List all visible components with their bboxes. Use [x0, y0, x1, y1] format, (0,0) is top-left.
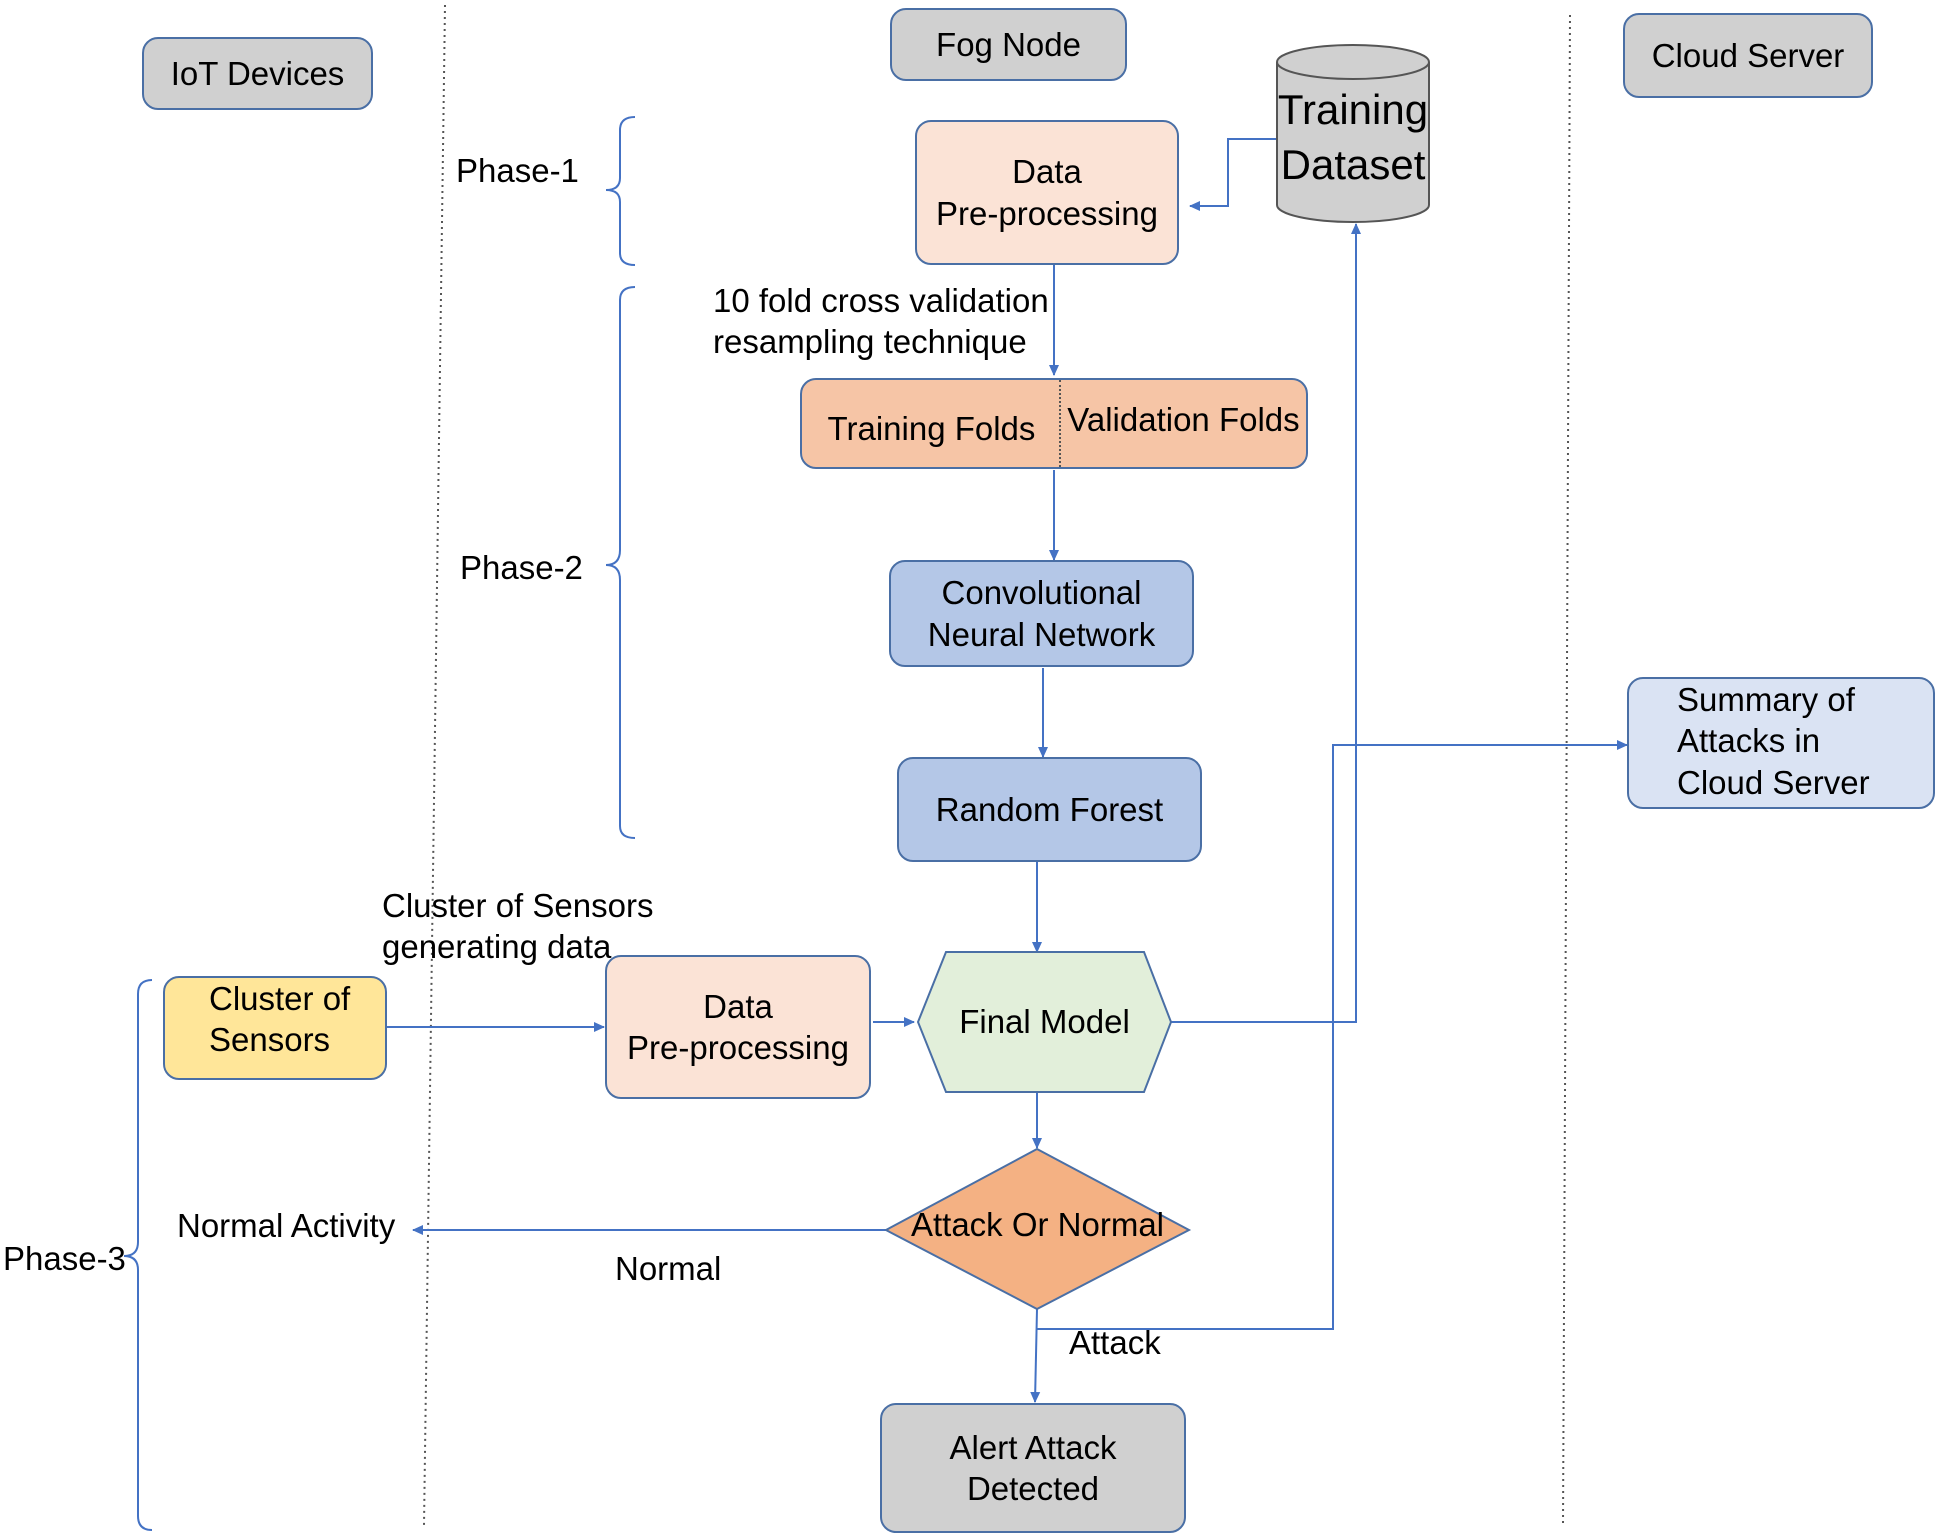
edge-attack-to-summary	[1037, 740, 1628, 1330]
lane-divider-left	[423, 4, 446, 1526]
cnn-line-1: Convolutional	[941, 574, 1142, 612]
edge-dataset-to-preprocessing	[1189, 138, 1277, 211]
attack-edge-label: Attack	[1069, 1324, 1161, 1361]
folds-box: Training Folds Validation Folds	[800, 378, 1308, 469]
random-forest-box: Random Forest	[897, 757, 1202, 862]
normal-activity-label: Normal Activity	[177, 1207, 396, 1244]
data-preprocessing-box-1: Data Pre-processing	[915, 120, 1179, 265]
cluster-line-1: Cluster of	[209, 980, 351, 1017]
phase-1-label: Phase-1	[456, 152, 579, 189]
phase-2-brace	[605, 286, 636, 839]
final-model-hexagon	[916, 951, 1173, 1093]
sensor-note-line-2: generating data	[382, 928, 612, 966]
cross-validation-line-1: 10 fold cross validation	[713, 282, 1049, 319]
data-preprocessing-1-line-2: Pre-processing	[936, 194, 1158, 232]
summary-line-1: Summary of	[1677, 681, 1855, 718]
validation-folds-label: Validation Folds	[1067, 400, 1300, 438]
cluster-of-sensors-box: Cluster of Sensors	[163, 976, 387, 1080]
training-dataset-cylinder	[1276, 44, 1430, 223]
summary-box: Summary of Attacks in Cloud Server	[1627, 677, 1935, 809]
phase-1-brace	[605, 116, 636, 266]
data-preprocessing-2-line-1: Data	[703, 987, 773, 1025]
cross-validation-note: 10 fold cross validation resampling tech…	[713, 280, 1049, 363]
sensor-note-line-1: Cluster of Sensors	[382, 887, 654, 924]
edge-final-to-dataset	[1171, 223, 1361, 1023]
lane-divider-right	[1562, 14, 1571, 1526]
cluster-line-2: Sensors	[209, 1021, 331, 1059]
training-dataset-label: Training Dataset	[1277, 82, 1429, 194]
cnn-box: Convolutional Neural Network	[889, 560, 1194, 667]
folds-divider	[1059, 380, 1061, 467]
lane-header-iot: IoT Devices	[142, 37, 373, 110]
alert-attack-detected-box: Alert Attack Detected	[880, 1403, 1186, 1533]
training-folds-label: Training Folds	[827, 409, 1036, 447]
summary-line-2: Attacks in	[1677, 722, 1821, 760]
training-dataset-line-1: Training	[1277, 86, 1429, 134]
attack-or-normal-diamond	[883, 1147, 1192, 1311]
cross-validation-line-2: resampling technique	[713, 323, 1027, 361]
sensor-note: Cluster of Sensors generating data	[382, 885, 653, 968]
edge-decision-to-alert	[1030, 1308, 1041, 1403]
data-preprocessing-2-line-2: Pre-processing	[627, 1029, 849, 1066]
data-preprocessing-1-line-1: Data	[1012, 153, 1082, 191]
lane-header-fog: Fog Node	[890, 8, 1127, 81]
summary-line-3: Cloud Server	[1677, 763, 1870, 801]
attack-or-normal-label: Attack Or Normal	[910, 1206, 1165, 1244]
normal-edge-label: Normal	[615, 1250, 722, 1287]
phase-2-label: Phase-2	[460, 549, 583, 586]
phase-3-label: Phase-3	[3, 1240, 126, 1277]
phase-3-brace	[123, 979, 153, 1531]
cnn-line-2: Neural Network	[927, 615, 1156, 653]
final-model-label: Final Model	[959, 1003, 1130, 1041]
data-preprocessing-box-2: Data Pre-processing	[605, 955, 871, 1099]
training-dataset-line-2: Dataset	[1280, 141, 1426, 188]
lane-header-cloud: Cloud Server	[1623, 13, 1873, 98]
